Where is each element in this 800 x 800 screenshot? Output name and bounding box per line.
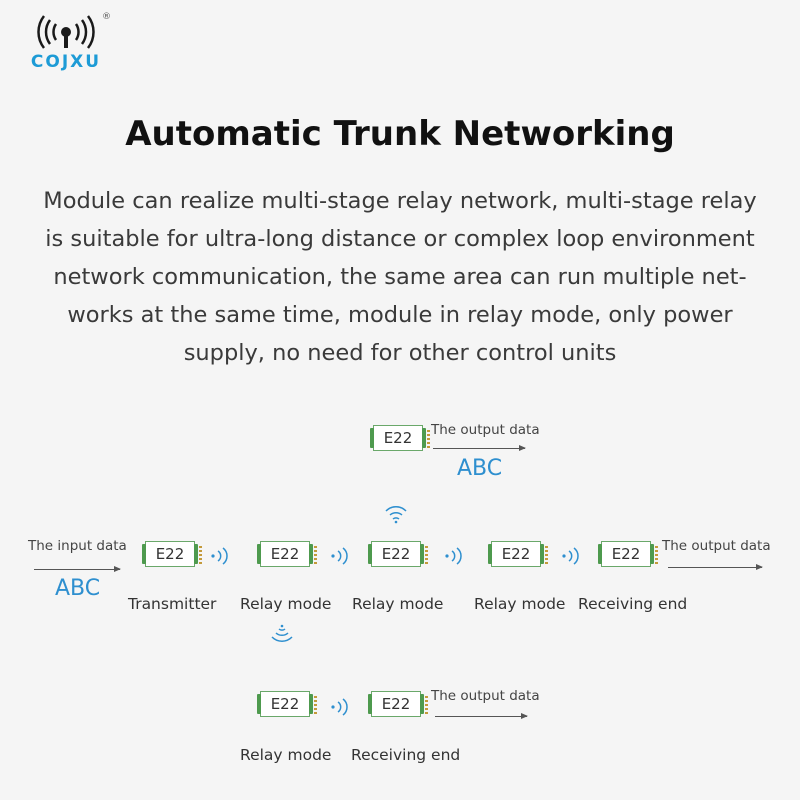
brand-name: COJXU: [30, 52, 102, 72]
signal-waves-icon: [445, 547, 462, 565]
module-label: E22: [270, 545, 300, 563]
e22-module-bottom-receiver: E22: [368, 691, 428, 717]
e22-module-transmitter: E22: [142, 541, 202, 567]
description-line: works at the same time, module in relay …: [67, 302, 733, 328]
input-arrow: [34, 566, 121, 572]
e22-module-bottom-relay: E22: [257, 691, 317, 717]
caption-relay-2: Relay mode: [352, 595, 444, 613]
bottom-output-label: The output data: [431, 688, 540, 704]
top-output-value: ABC: [457, 456, 503, 481]
caption-bottom-relay: Relay mode: [240, 746, 332, 764]
top-output-arrow: [433, 445, 526, 451]
module-label: E22: [383, 429, 413, 447]
description-line: supply, no need for other control units: [183, 340, 617, 366]
signal-waves-icon: [331, 547, 348, 565]
input-value: ABC: [55, 576, 101, 601]
wifi-up-icon: [385, 506, 407, 524]
e22-module-top-receiver: E22: [370, 425, 430, 451]
module-label: E22: [501, 545, 531, 563]
caption-relay-1: Relay mode: [240, 595, 332, 613]
module-label: E22: [270, 695, 300, 713]
e22-module-relay-3: E22: [488, 541, 548, 567]
main-output-arrow: [668, 564, 763, 570]
main-output-label: The output data: [662, 538, 771, 554]
caption-receiving: Receiving end: [578, 595, 688, 613]
bottom-output-arrow: [435, 713, 528, 719]
caption-transmitter: Transmitter: [128, 595, 217, 613]
top-output-label: The output data: [431, 422, 540, 438]
description-line: network communication, the same area can…: [53, 264, 747, 290]
signal-waves-icon: [331, 698, 348, 716]
page-title: Automatic Trunk Networking: [125, 114, 675, 154]
signal-waves-icon: [211, 547, 228, 565]
module-label: E22: [381, 695, 411, 713]
caption-bottom-receiving: Receiving end: [351, 746, 461, 764]
wireless-tower-icon: [37, 15, 95, 49]
description-line: Module can realize multi-stage relay net…: [43, 188, 757, 214]
signal-waves-icon: [562, 547, 579, 565]
registered-mark: ®: [102, 12, 111, 22]
e22-module-receiver: E22: [598, 541, 658, 567]
e22-module-relay-2: E22: [368, 541, 428, 567]
description: Module can realize multi-stage relay net…: [24, 182, 776, 372]
module-label: E22: [381, 545, 411, 563]
cojxu-logo: ® COJXU: [18, 12, 118, 76]
caption-relay-3: Relay mode: [474, 595, 566, 613]
e22-module-relay-1: E22: [257, 541, 317, 567]
input-label: The input data: [28, 538, 127, 554]
description-line: is suitable for ultra-long distance or c…: [45, 226, 755, 252]
module-label: E22: [155, 545, 185, 563]
module-label: E22: [611, 545, 641, 563]
wifi-down-icon: [271, 624, 293, 642]
